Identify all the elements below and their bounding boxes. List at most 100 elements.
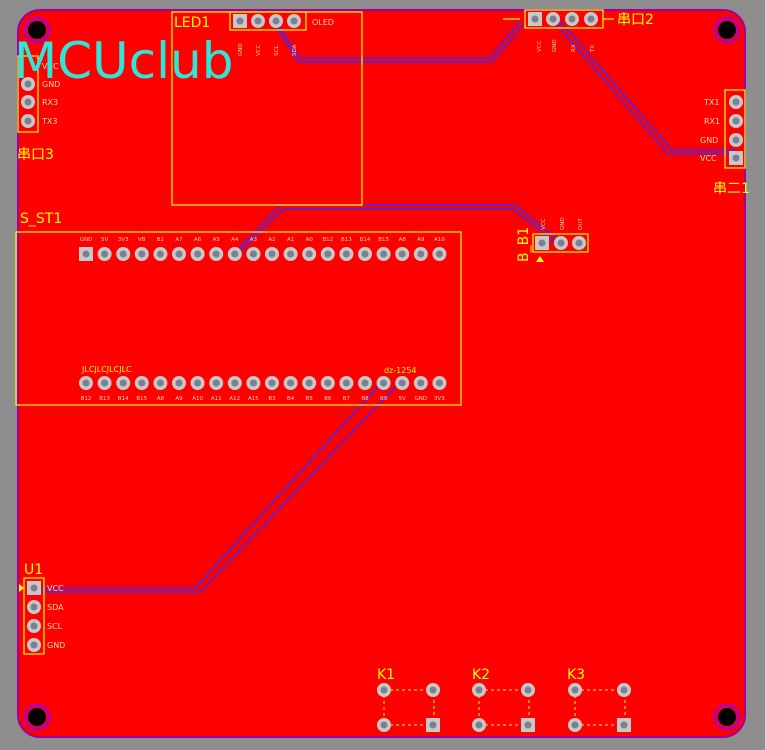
mcu-top-pad-hole — [231, 250, 239, 258]
uart3-pin-label: GND — [42, 80, 60, 89]
uart2-ref: 串口2 — [617, 12, 654, 28]
oled-module: LED1 OLED GND VCC SCL SDA — [171, 11, 363, 206]
bb1-pin-label: VCC — [541, 218, 547, 230]
mcu-bottom-pad-hole — [342, 379, 350, 387]
mcu-top-pad-hole — [324, 250, 332, 258]
uart2-pin-label: RX — [571, 44, 577, 52]
brand-logo: MCUclub — [14, 32, 233, 90]
mcu-top-pad-hole — [305, 250, 313, 258]
mcu-mark: dz-1254 — [384, 366, 417, 375]
traces — [34, 20, 735, 593]
mcu-bottom-pad-hole — [231, 379, 239, 387]
oled-pin-label: GND — [238, 43, 244, 56]
mcu-top-pad-hole — [287, 250, 295, 258]
key-ref: K1 — [377, 667, 395, 683]
mcu-bottom-pin-label: GND — [414, 396, 427, 402]
u1-ref: U1 — [24, 562, 43, 578]
mcu-bottom-pad-hole — [212, 379, 220, 387]
oled-pin-label: SCL — [274, 45, 280, 56]
mcu-top-pin-label: A7 — [175, 237, 183, 243]
mcu-top-pin-label: A8 — [399, 237, 407, 243]
mcu-top-pad-hole — [268, 250, 276, 258]
mcu-top-pad-hole — [156, 250, 164, 258]
mcu-top-pin-label: B15 — [378, 237, 389, 243]
mcu-top-pad-hole — [435, 250, 443, 258]
uart1-pin-label: VCC — [700, 154, 717, 163]
mcu-bottom-pin-label: A11 — [211, 396, 222, 402]
key-ref: K3 — [567, 667, 585, 683]
mcu-top-pad-hole — [212, 250, 220, 258]
mcu-bottom-pin-label: 5V — [399, 396, 406, 402]
bb1-pin-label: GND — [560, 217, 566, 230]
mcu-bottom-pad-hole — [101, 379, 109, 387]
mcu-bottom-pad-hole — [398, 379, 406, 387]
mcu-bottom-pad-hole — [287, 379, 295, 387]
mcu-bottom-pin-label: B13 — [99, 396, 110, 402]
bb1-pin-label: OUT — [578, 218, 584, 230]
mcu-top-pin-label: 3V3 — [118, 237, 129, 243]
mcu-top-pin-label: VB — [138, 237, 146, 243]
mcu-mark: JLCJLCJLCJLC — [81, 365, 132, 374]
mcu-bottom-pin-label: B9 — [380, 396, 388, 402]
mcu-bottom-pin-label: B6 — [324, 396, 332, 402]
uart3-pin-label: TX3 — [41, 117, 57, 126]
mcu-bottom-pin-label: 3V3 — [434, 396, 445, 402]
uart2-pin-label: TX — [590, 45, 596, 53]
mcu-top-pad-hole — [138, 250, 146, 258]
sensor-header-bb1: B_B1 VCC GND OUT — [516, 217, 589, 262]
mcu-bottom-pad-hole — [119, 379, 127, 387]
mcu-bottom-pin-label: B8 — [361, 396, 369, 402]
mcu-top-pad-hole — [194, 250, 202, 258]
mcu-top-pin-label: 5V — [101, 237, 108, 243]
board-outline — [17, 9, 746, 738]
bb1-ref: B_B1 — [516, 227, 532, 262]
key-k3[interactable]: K3 — [567, 667, 631, 732]
mcu-bottom-pin-label: A15 — [248, 396, 259, 402]
mcu-top-pad-hole — [398, 250, 406, 258]
uart3-pin-label: VCC — [42, 62, 59, 71]
oled-pin-label: SDA — [292, 44, 298, 56]
mounting-holes — [23, 16, 741, 731]
mcu-bottom-pad-hole — [138, 379, 146, 387]
mcu-bottom-pin-label: A10 — [192, 396, 203, 402]
mcu-bottom-pad-hole — [82, 379, 90, 387]
mcu-top-pad-hole — [119, 250, 127, 258]
mcu-top-pin-label: GND — [80, 237, 93, 243]
uart1-pin-label: RX1 — [704, 117, 720, 126]
mcu-top-pad-hole — [101, 250, 109, 258]
mcu-top-pad-hole — [417, 250, 425, 258]
mcu-bottom-pad-hole — [175, 379, 183, 387]
key-k2[interactable]: K2 — [472, 667, 535, 732]
mcu-top-pin-label: A2 — [268, 237, 275, 243]
key-k1[interactable]: K1 — [377, 667, 440, 732]
mcu-bottom-pad-hole — [324, 379, 332, 387]
mcu-bottom-pin-label: A9 — [175, 396, 183, 402]
mcu-bottom-pad-hole — [417, 379, 425, 387]
mcu-top-pin-label: A6 — [194, 237, 202, 243]
mcu-top-pin-label: A10 — [434, 237, 445, 243]
uart1-ref: 串二1 — [713, 181, 750, 197]
mcu-top-pad-hole — [342, 250, 350, 258]
mcu-top-pin-label: A3 — [250, 237, 258, 243]
mcu-bottom-pin-label: A12 — [229, 396, 240, 402]
mcu-bottom-pad-hole — [361, 379, 369, 387]
mcu-top-pin-label: B13 — [341, 237, 352, 243]
oled-ref: LED1 — [174, 15, 210, 31]
mcu-top-pin-label: A0 — [306, 237, 314, 243]
uart3-pin-label: RX3 — [42, 98, 58, 107]
mcu-bottom-pin-label: B5 — [306, 396, 314, 402]
uart1-pin-label: GND — [700, 136, 718, 145]
mcu-top-pin-label: A4 — [231, 237, 239, 243]
oled-pins — [233, 14, 301, 28]
mcu-top-pin-label: B12 — [322, 237, 333, 243]
mcu-bottom-pin-label: B12 — [81, 396, 92, 402]
mcu-top-pin-label: B14 — [360, 237, 371, 243]
uart1-header: TX1 RX1 GND VCC 串二1 — [700, 89, 750, 197]
uart2-header: 串口2 VCC GND RX TX — [503, 9, 654, 53]
sensor-header-u1: U1 VCC SDA SCL GND — [19, 562, 65, 655]
uart3-ref: 串口3 — [17, 147, 54, 163]
mcu-top-pin-label: B2 — [157, 237, 164, 243]
